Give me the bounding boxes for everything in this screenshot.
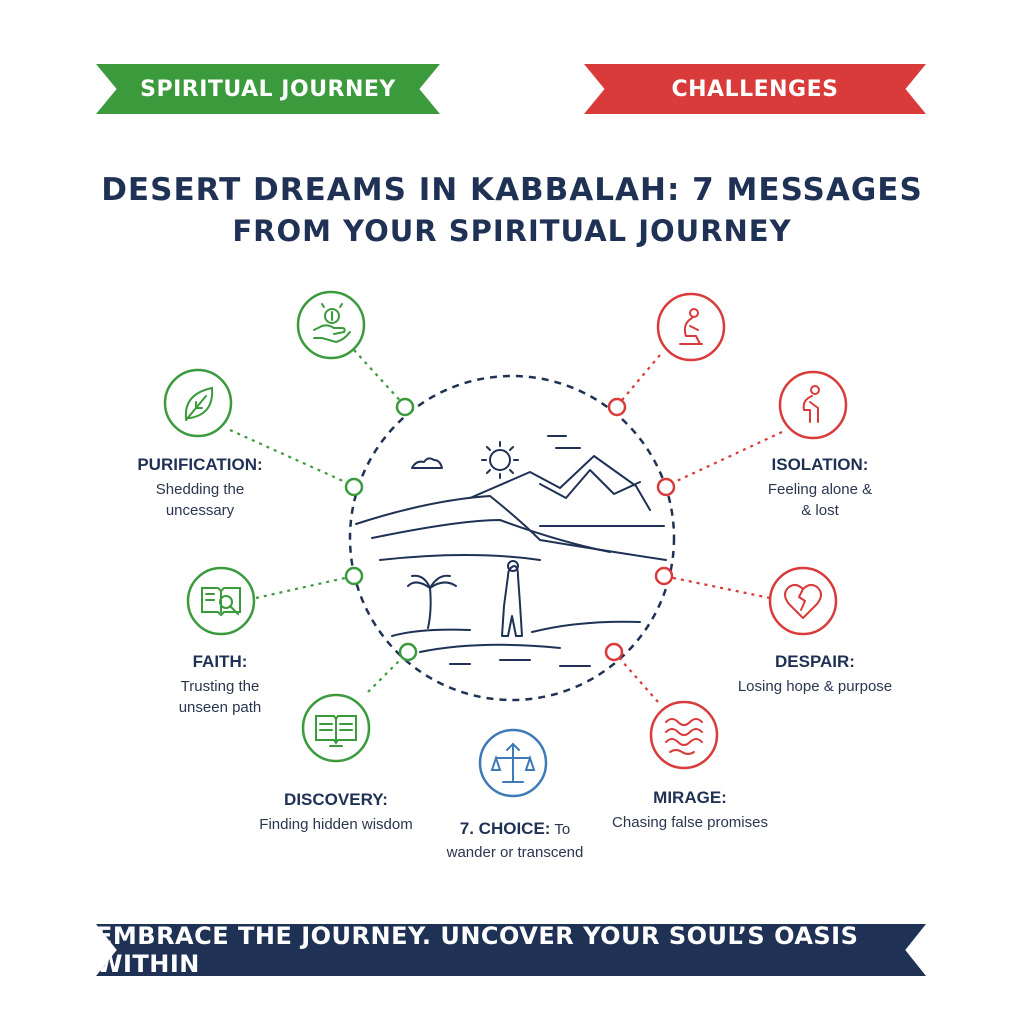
mirage-icon-circle bbox=[649, 700, 719, 770]
despair-desc-1: Losing hope & purpose bbox=[737, 678, 893, 695]
discovery-desc-1: Finding hidden wisdom bbox=[259, 816, 413, 833]
book-magnifier-icon bbox=[201, 587, 241, 617]
faith-desc-2: unseen path bbox=[178, 699, 262, 716]
seated-person-icon bbox=[679, 308, 703, 345]
purification-icon-circle bbox=[163, 368, 233, 438]
isolation-desc-2: & lost bbox=[801, 502, 839, 519]
broken-heart-icon bbox=[784, 583, 822, 619]
connector-purification bbox=[229, 428, 355, 488]
node-dot-6 bbox=[656, 477, 676, 497]
despair-label: DESPAIR: Losing hope & purpose bbox=[720, 652, 910, 697]
discovery-label: DISCOVERY: Finding hidden wisdom bbox=[236, 790, 436, 835]
connector-mirage bbox=[613, 651, 659, 703]
faith-title: FAITH: bbox=[192, 652, 248, 671]
discovery-title: DISCOVERY: bbox=[284, 790, 388, 809]
node-dot-4 bbox=[398, 642, 418, 662]
connector-faith bbox=[255, 574, 355, 600]
purification-desc-1: Shedding the bbox=[155, 481, 245, 498]
top-green-icon-circle bbox=[296, 290, 366, 360]
connector-isolation bbox=[665, 431, 783, 487]
choice-icon-circle bbox=[478, 728, 548, 798]
purification-label: PURIFICATION: Shedding the uncessary bbox=[120, 455, 280, 521]
challenges-banner-text: CHALLENGES bbox=[671, 76, 839, 102]
central-circle bbox=[348, 374, 676, 702]
isolation-label: ISOLATION: Feeling alone & & lost bbox=[735, 455, 905, 521]
open-book-icon bbox=[315, 715, 357, 747]
leaf-icon bbox=[184, 386, 214, 421]
top-red-icon-circle bbox=[656, 292, 726, 362]
choice-label: 7. CHOICE: To wander or transcend bbox=[420, 818, 610, 863]
choice-desc-2: wander or transcend bbox=[446, 844, 584, 861]
purification-title: PURIFICATION: bbox=[137, 455, 263, 474]
choice-title: 7. CHOICE: bbox=[459, 819, 551, 838]
faith-desc-1: Trusting the bbox=[180, 678, 260, 695]
page-title-line-2: FROM YOUR SPIRITUAL JOURNEY bbox=[232, 214, 792, 248]
faith-label: FAITH: Trusting the unseen path bbox=[140, 652, 300, 718]
connector-discovery bbox=[367, 651, 409, 693]
desert-scene-icon bbox=[355, 435, 667, 667]
despair-icon-circle bbox=[768, 566, 838, 636]
connector-despair bbox=[663, 574, 771, 600]
isolation-desc-1: Feeling alone & bbox=[767, 481, 873, 498]
node-dot-1 bbox=[395, 397, 415, 417]
waves-icon bbox=[665, 718, 703, 755]
mirage-title: MIRAGE: bbox=[653, 788, 727, 807]
page-title-line-1: DESERT DREAMS IN KABBALAH: 7 MESSAGES bbox=[101, 172, 923, 208]
node-dot-5 bbox=[607, 397, 627, 417]
node-dot-8 bbox=[604, 642, 624, 662]
crouching-person-icon bbox=[802, 385, 820, 423]
isolation-title: ISOLATION: bbox=[771, 455, 869, 474]
mirage-desc-1: Chasing false promises bbox=[612, 814, 768, 831]
scales-icon bbox=[490, 742, 536, 783]
choice-desc-inline: To bbox=[554, 821, 571, 838]
faith-icon-circle bbox=[186, 566, 256, 636]
despair-title: DESPAIR: bbox=[775, 652, 855, 671]
mirage-label: MIRAGE: Chasing false promises bbox=[590, 788, 790, 833]
connector-top-red bbox=[616, 354, 661, 407]
connector-top-green bbox=[353, 349, 406, 407]
node-dot-2 bbox=[344, 477, 364, 497]
bottom-banner-text: EMBRACE THE JOURNEY. UNCOVER YOUR SOUL’S… bbox=[96, 922, 859, 978]
node-dot-3 bbox=[344, 566, 364, 586]
choice-line-1: 7. CHOICE: To bbox=[420, 818, 610, 840]
discovery-icon-circle bbox=[301, 693, 371, 763]
isolation-icon-circle bbox=[778, 370, 848, 440]
spiritual-journey-banner-text: SPIRITUAL JOURNEY bbox=[140, 76, 396, 102]
spiritual-journey-banner: SPIRITUAL JOURNEY bbox=[96, 64, 440, 114]
purification-desc-2: uncessary bbox=[165, 502, 235, 519]
challenges-banner: CHALLENGES bbox=[584, 64, 926, 114]
bottom-banner: EMBRACE THE JOURNEY. UNCOVER YOUR SOUL’S… bbox=[96, 924, 926, 976]
node-dot-7 bbox=[654, 566, 674, 586]
hand-coin-icon bbox=[313, 303, 351, 344]
